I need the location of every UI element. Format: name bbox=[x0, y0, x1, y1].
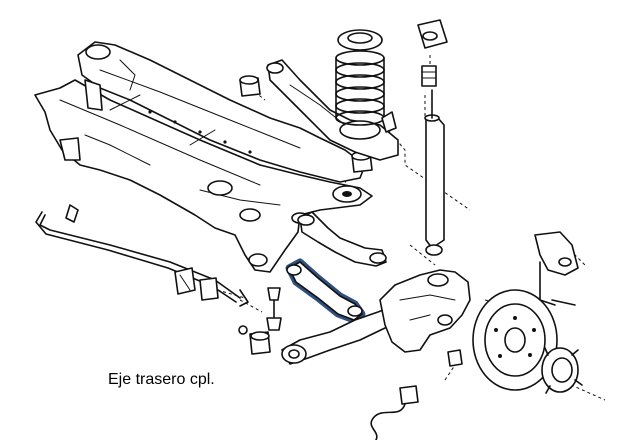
abs-sensor-wire bbox=[370, 385, 419, 440]
coil-spring bbox=[335, 50, 385, 126]
brake-backing-plate bbox=[472, 289, 558, 391]
lower-control-arm bbox=[281, 304, 405, 365]
stabilizer-bushings bbox=[174, 267, 219, 301]
bump-stop bbox=[381, 111, 397, 133]
upper-control-arm bbox=[297, 211, 387, 267]
shock-absorber bbox=[417, 19, 448, 256]
diagram-caption: Eje trasero cpl. bbox=[108, 371, 215, 388]
wheel-knuckle bbox=[379, 269, 471, 353]
sensor-bracket bbox=[534, 231, 579, 306]
toe-link-highlighted bbox=[285, 258, 366, 324]
spring-seat bbox=[337, 29, 383, 51]
wheel-hub bbox=[541, 347, 583, 394]
bushings bbox=[238, 75, 463, 367]
rear-subframe bbox=[34, 41, 373, 273]
stabilizer-link bbox=[266, 287, 282, 331]
spring-lower-arm bbox=[266, 59, 399, 161]
